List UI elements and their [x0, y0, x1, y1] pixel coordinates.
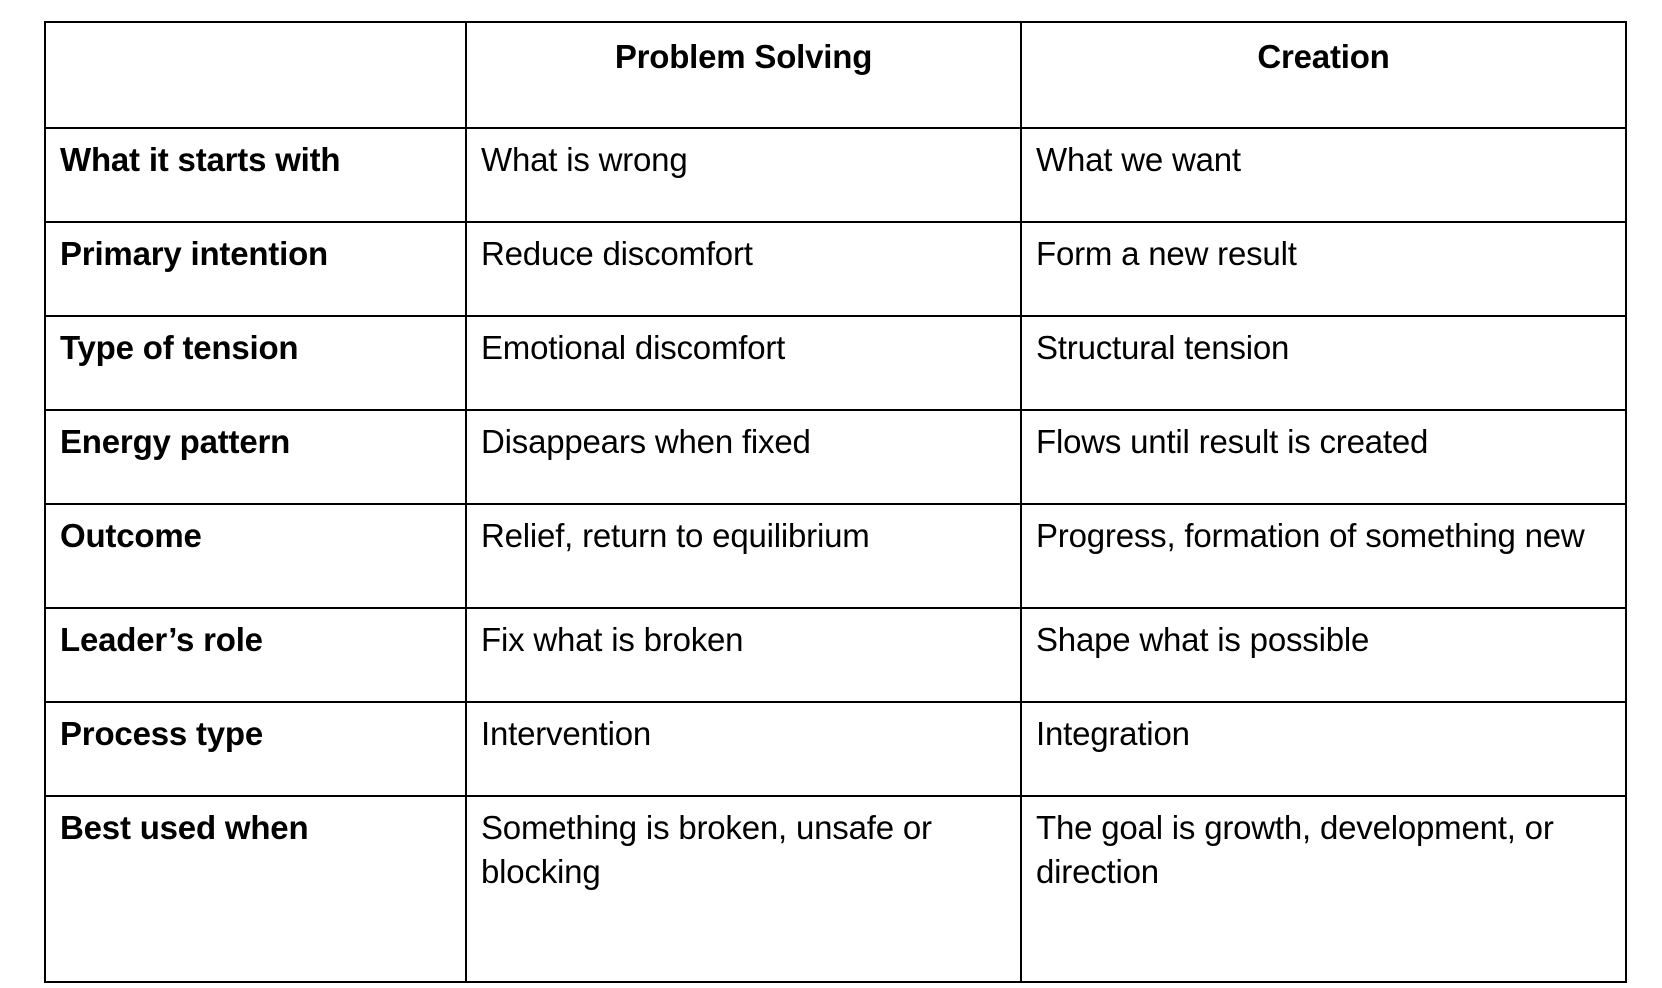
cell-problem-solving: Emotional discomfort [465, 315, 1022, 411]
row-label-primary-intention: Primary intention [44, 221, 467, 317]
table-body: What it starts with What is wrong What w… [44, 127, 1627, 983]
row-label-best-used-when: Best used when [44, 795, 467, 983]
cell-problem-solving: Disappears when fixed [465, 409, 1022, 505]
problem-solving-vs-creation-table: Problem Solving Creation What it starts … [44, 21, 1627, 983]
table-row: Type of tension Emotional discomfort Str… [44, 315, 1627, 411]
header-corner-cell [44, 21, 467, 129]
column-header-problem-solving: Problem Solving [465, 21, 1022, 129]
cell-problem-solving: Reduce discomfort [465, 221, 1022, 317]
row-label-energy-pattern: Energy pattern [44, 409, 467, 505]
cell-creation: Progress, formation of something new [1020, 503, 1627, 609]
cell-problem-solving: Intervention [465, 701, 1022, 797]
cell-problem-solving: Fix what is broken [465, 607, 1022, 703]
table-row: Primary intention Reduce discomfort Form… [44, 221, 1627, 317]
cell-creation: Integration [1020, 701, 1627, 797]
comparison-table-container: Problem Solving Creation What it starts … [44, 21, 1627, 983]
table-row: Process type Intervention Integration [44, 701, 1627, 797]
table-row: Best used when Something is broken, unsa… [44, 795, 1627, 983]
table-row: Leader’s role Fix what is broken Shape w… [44, 607, 1627, 703]
row-label-type-of-tension: Type of tension [44, 315, 467, 411]
cell-problem-solving: Relief, return to equilibrium [465, 503, 1022, 609]
table-header: Problem Solving Creation [44, 21, 1627, 129]
row-label-process-type: Process type [44, 701, 467, 797]
column-header-creation: Creation [1020, 21, 1627, 129]
row-label-leaders-role: Leader’s role [44, 607, 467, 703]
table-row: Energy pattern Disappears when fixed Flo… [44, 409, 1627, 505]
cell-problem-solving: Something is broken, unsafe or blocking [465, 795, 1022, 983]
table-row: What it starts with What is wrong What w… [44, 127, 1627, 223]
row-label-outcome: Outcome [44, 503, 467, 609]
cell-problem-solving: What is wrong [465, 127, 1022, 223]
cell-creation: Shape what is possible [1020, 607, 1627, 703]
table-row: Outcome Relief, return to equilibrium Pr… [44, 503, 1627, 609]
cell-creation: The goal is growth, development, or dire… [1020, 795, 1627, 983]
header-row: Problem Solving Creation [44, 21, 1627, 129]
cell-creation: Structural tension [1020, 315, 1627, 411]
cell-creation: Flows until result is created [1020, 409, 1627, 505]
cell-creation: Form a new result [1020, 221, 1627, 317]
cell-creation: What we want [1020, 127, 1627, 223]
row-label-what-it-starts-with: What it starts with [44, 127, 467, 223]
